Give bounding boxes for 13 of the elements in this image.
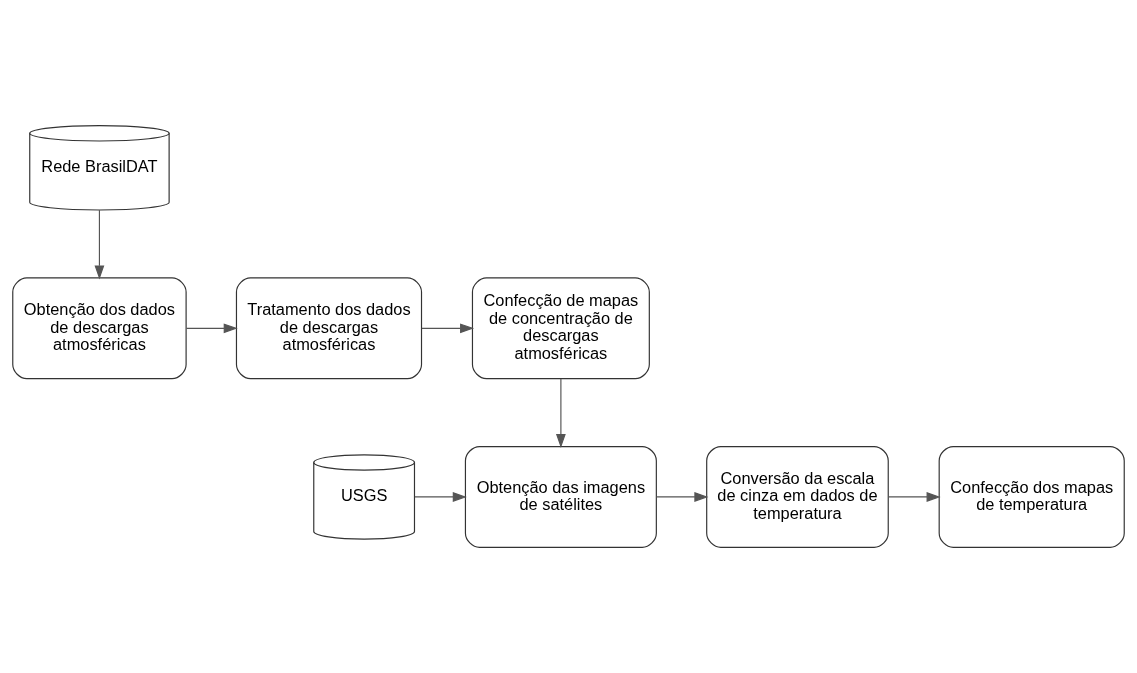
arrow <box>421 323 475 334</box>
node-box: Confecção de mapas de concentração de descargas atmosféricas <box>471 277 650 380</box>
arrow <box>94 209 105 280</box>
arrow <box>655 492 709 502</box>
node-box: Tratamento dos dados de descargas atmosféricas <box>235 277 423 380</box>
node-box: Obtenção das imagens de satélites <box>464 446 657 548</box>
arrow <box>185 323 238 334</box>
arrow <box>887 492 941 502</box>
arrow <box>414 492 467 502</box>
node-box: Obtenção dos dados de descargas atmosféricas <box>12 277 187 380</box>
node-box: Conversão da escala de cinza em dados de temperatura <box>706 446 889 548</box>
node-box: Confecção dos mapas de temperatura <box>938 446 1125 548</box>
arrow <box>555 378 566 448</box>
